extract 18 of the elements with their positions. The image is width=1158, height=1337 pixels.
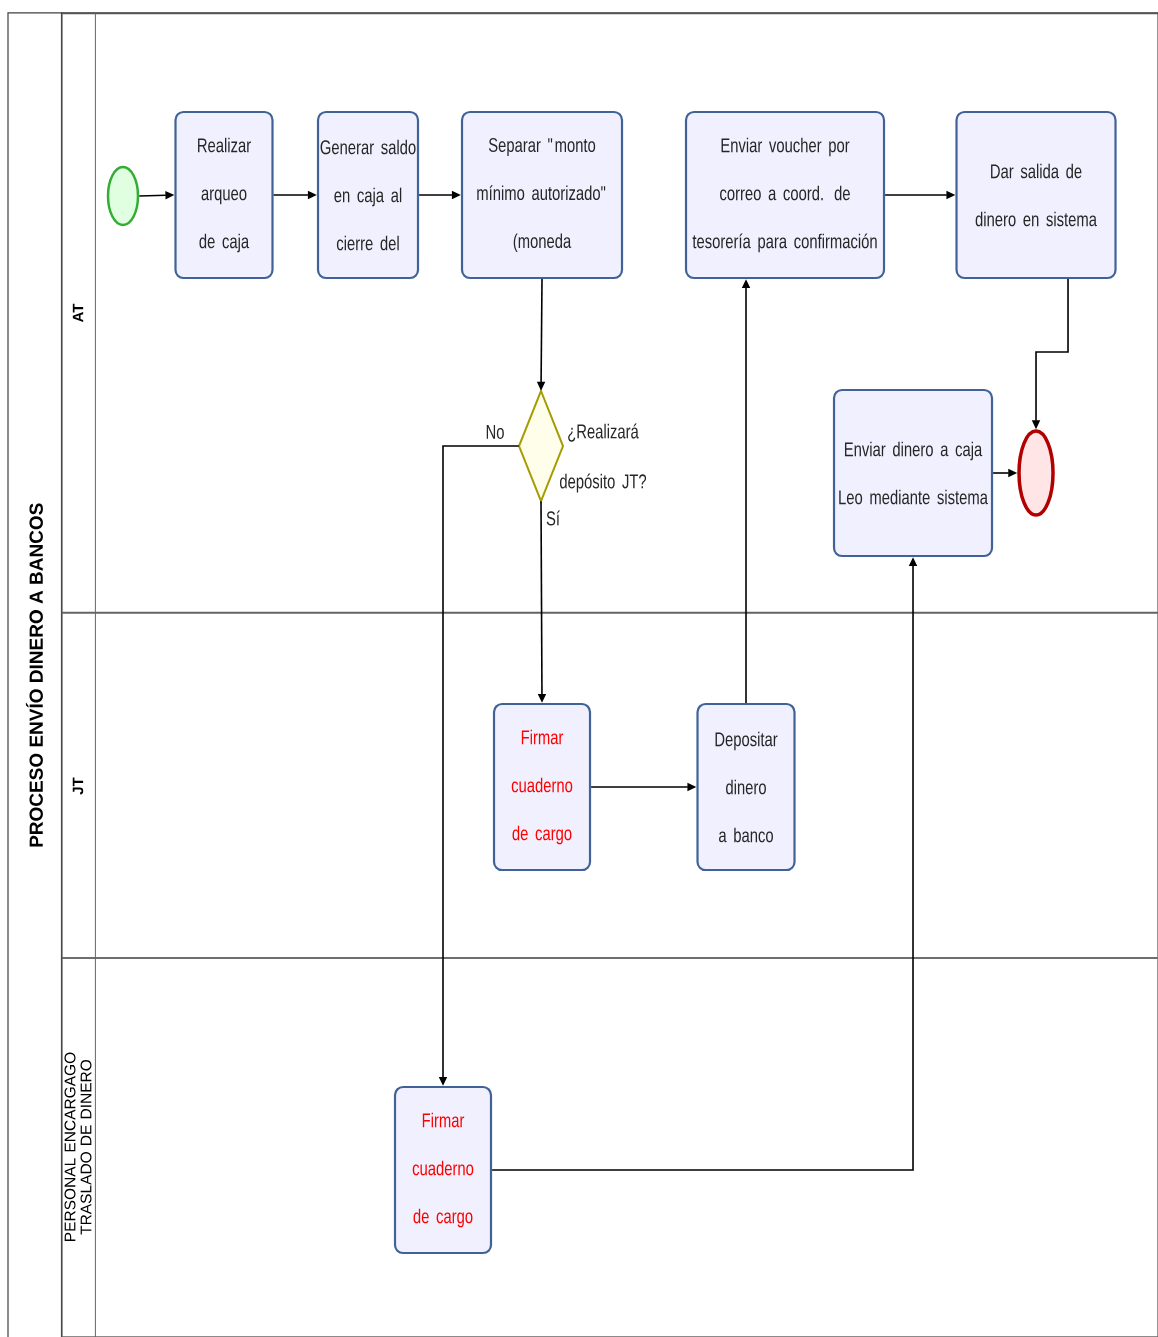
lane-label: PERSONAL ENCARGAGO TRASLADO DE DINERO [64, 1052, 92, 1241]
start-event [106, 165, 140, 227]
pool-title: PROCESO ENVÍO DINERO A BANCOS [25, 503, 43, 847]
task-box: Separar "monto mínimo autorizado" (moneda [460, 110, 624, 280]
lane-label: JT [72, 777, 84, 795]
task-box: Depositar dinero a banco [696, 702, 796, 872]
task-box: Generar saldo en caja al cierre del [316, 110, 420, 280]
edge-label: No [484, 424, 506, 440]
task-box: Enviar voucher por correo a coord. de tesorería para confirmación [684, 110, 886, 280]
edge-label: Sí [545, 509, 561, 527]
task-box: Realizar arqueo de caja [174, 110, 274, 280]
decision-question: ¿Realizará depósito JT? [560, 423, 647, 493]
task-box: Enviar dinero a caja Leo mediante sistema [832, 388, 994, 558]
task-box: Firmar cuaderno de cargo [492, 702, 592, 872]
lane-label: AT [72, 303, 84, 323]
task-box: Firmar cuaderno de cargo [393, 1085, 493, 1255]
end-event [1017, 429, 1055, 517]
task-box: Dar salida de dinero en sistema [955, 110, 1117, 280]
